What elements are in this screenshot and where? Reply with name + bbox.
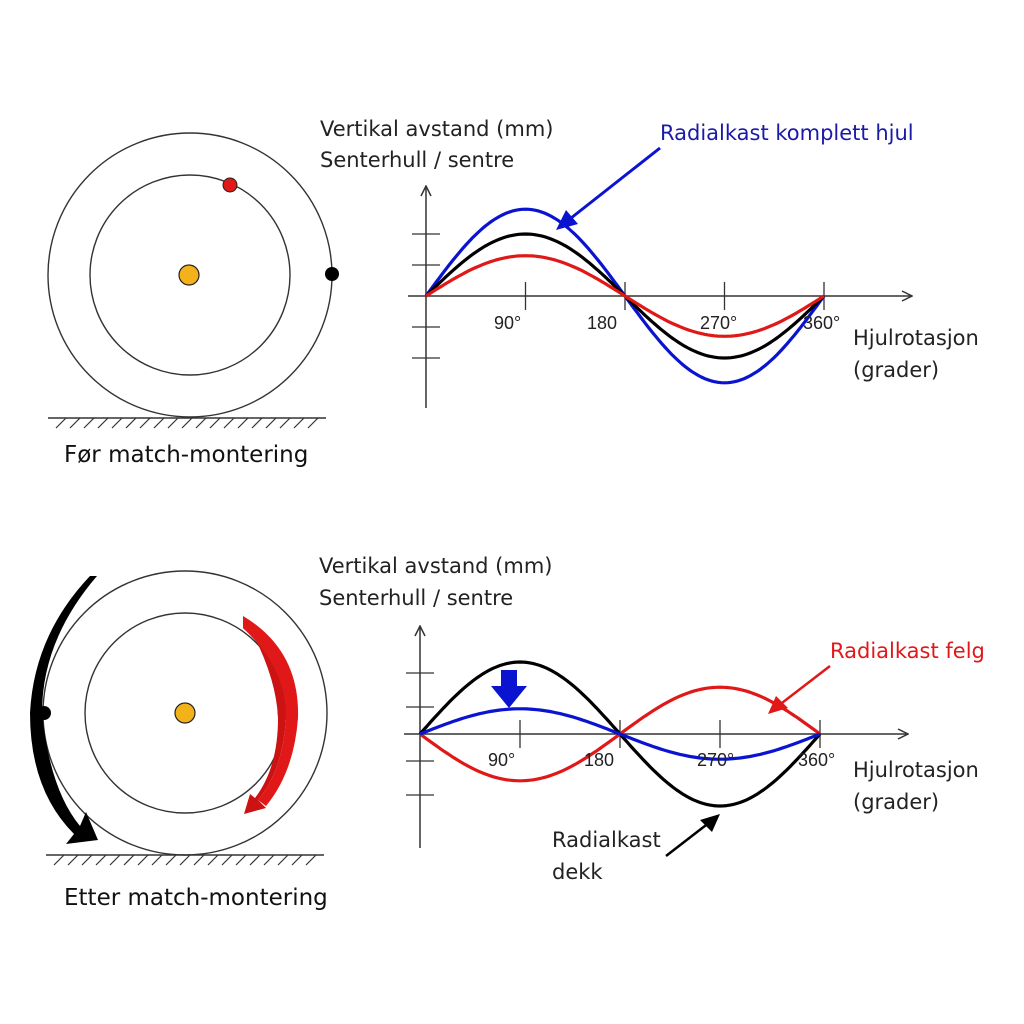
series-curve-2 [419, 707, 821, 761]
top-panel: Før match-montering Vertikal avstand (mm… [47, 117, 979, 468]
ground-line [48, 417, 326, 429]
caption-after: Etter match-montering [64, 885, 328, 911]
y-axis-label-line2: Senterhull / sentre [319, 586, 513, 610]
callout-rim: Radialkast felg [830, 639, 985, 663]
tick-label-360: 360° [803, 313, 840, 333]
tick-label-90: 90° [488, 750, 515, 770]
hub-dot [174, 702, 196, 724]
chart-bottom-curves [418, 660, 822, 808]
callout-complete-wheel-arrow [556, 146, 661, 230]
tick-label-90: 90° [494, 313, 521, 333]
callout-tire-line1: Radialkast [552, 828, 661, 852]
wheel-before [47, 132, 339, 429]
chart-top-axes [408, 186, 912, 408]
tick-label-180: 180 [587, 313, 617, 333]
hub-dot [178, 264, 200, 286]
x-axis-label-line1: Hjulrotasjon [853, 758, 979, 782]
rim-rotation-arrow [243, 616, 286, 814]
callout-complete-wheel: Radialkast komplett hjul [660, 121, 914, 145]
tick-label-270: 270° [700, 313, 737, 333]
x-axis-label-line2: (grader) [853, 358, 939, 382]
chart-bottom-axes [404, 626, 908, 848]
series-curve-2 [425, 254, 825, 338]
bottom-panel: Etter match-montering Vertikal avstand (… [30, 554, 985, 911]
callout-tire-arrow [665, 814, 720, 857]
y-axis-label-line2: Senterhull / sentre [320, 148, 514, 172]
callout-rim-arrow [768, 665, 831, 714]
y-axis-label-line1: Vertikal avstand (mm) [320, 117, 553, 141]
wheel-after [30, 570, 328, 866]
tick-label-180: 180 [584, 750, 614, 770]
ground-line [46, 854, 324, 866]
tick-label-270: 270° [697, 750, 734, 770]
rim-high-point-red-dot [222, 177, 238, 193]
rim-circle [89, 174, 291, 376]
chart-top-curves [424, 207, 826, 385]
x-axis-label-line2: (grader) [853, 790, 939, 814]
x-axis-label-line1: Hjulrotasjon [853, 326, 979, 350]
caption-before: Før match-montering [64, 442, 308, 468]
rim-rotation-arrow-band [243, 616, 299, 806]
callout-tire-line2: dekk [552, 860, 603, 884]
y-axis-label-line1: Vertikal avstand (mm) [319, 554, 552, 578]
tick-label-360: 360° [798, 750, 835, 770]
reduction-down-arrow [491, 670, 527, 708]
tire-rotation-arrow [30, 576, 98, 844]
tire-high-point-black-dot [325, 267, 339, 281]
